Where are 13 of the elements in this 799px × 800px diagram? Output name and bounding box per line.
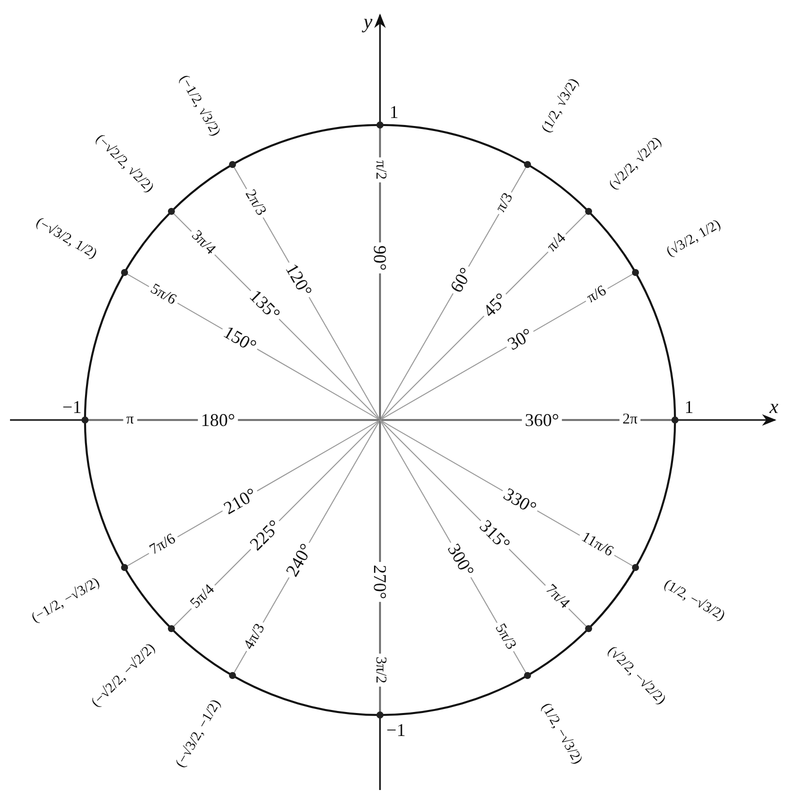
coordinate-label: (√3/2, 1/2) (664, 218, 723, 260)
angle-degree-label: 180° (198, 411, 238, 429)
angle-degree-label: 360° (522, 411, 562, 429)
angle-degree-label: 90° (371, 242, 389, 274)
axis-tick-label: 1 (684, 398, 694, 416)
coordinate-label: (−1/2, −√3/2) (30, 576, 103, 626)
axis-tick-label: 1 (390, 103, 398, 121)
angle-degree-label: 270° (371, 562, 389, 602)
axis-label: y (364, 12, 372, 32)
axis-label: x (770, 397, 778, 417)
axis-tick-label: −1 (62, 398, 82, 416)
coordinate-label: (1/2, −√3/2) (660, 578, 726, 624)
axis-tick-label: −1 (386, 721, 406, 739)
